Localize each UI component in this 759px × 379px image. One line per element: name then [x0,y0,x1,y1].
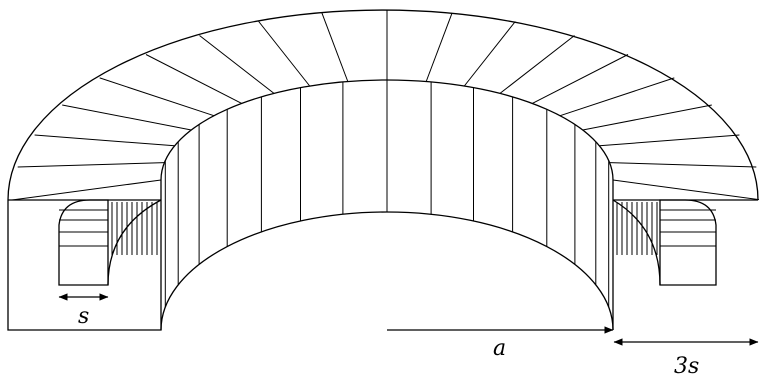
top-rib-line [599,134,740,147]
dimension-3s: 3s [613,338,759,379]
top-rib-line [17,162,165,168]
label-a: a [493,336,506,361]
top-rib-line [499,35,575,94]
inner-wall-ribs [160,80,614,330]
top-rib-line [99,77,215,117]
outer-rim-arc [7,9,759,201]
left-cross-section [7,180,162,331]
top-rib-line [425,12,453,82]
top-rib-line [559,77,675,117]
top-surface-ribs [11,10,759,201]
top-rib-line [258,21,311,87]
top-rib-line [321,12,349,82]
dimension-a: a [387,326,614,361]
top-rib-line [612,179,759,201]
hole-bottom-arc [160,211,614,331]
label-3s: 3s [674,354,699,379]
top-rib-line [582,104,712,131]
top-rib-line [34,134,175,147]
right-cross-section [612,180,758,330]
top-rib-line [145,54,242,104]
top-rib-line [199,35,275,94]
top-rib-line [62,104,192,131]
top-rib-line [609,162,757,168]
label-s: s [78,304,89,329]
top-rib-line [532,54,629,104]
dimension-s: s [58,293,109,329]
top-rib-line [463,21,516,87]
top-rib-line [11,179,162,201]
